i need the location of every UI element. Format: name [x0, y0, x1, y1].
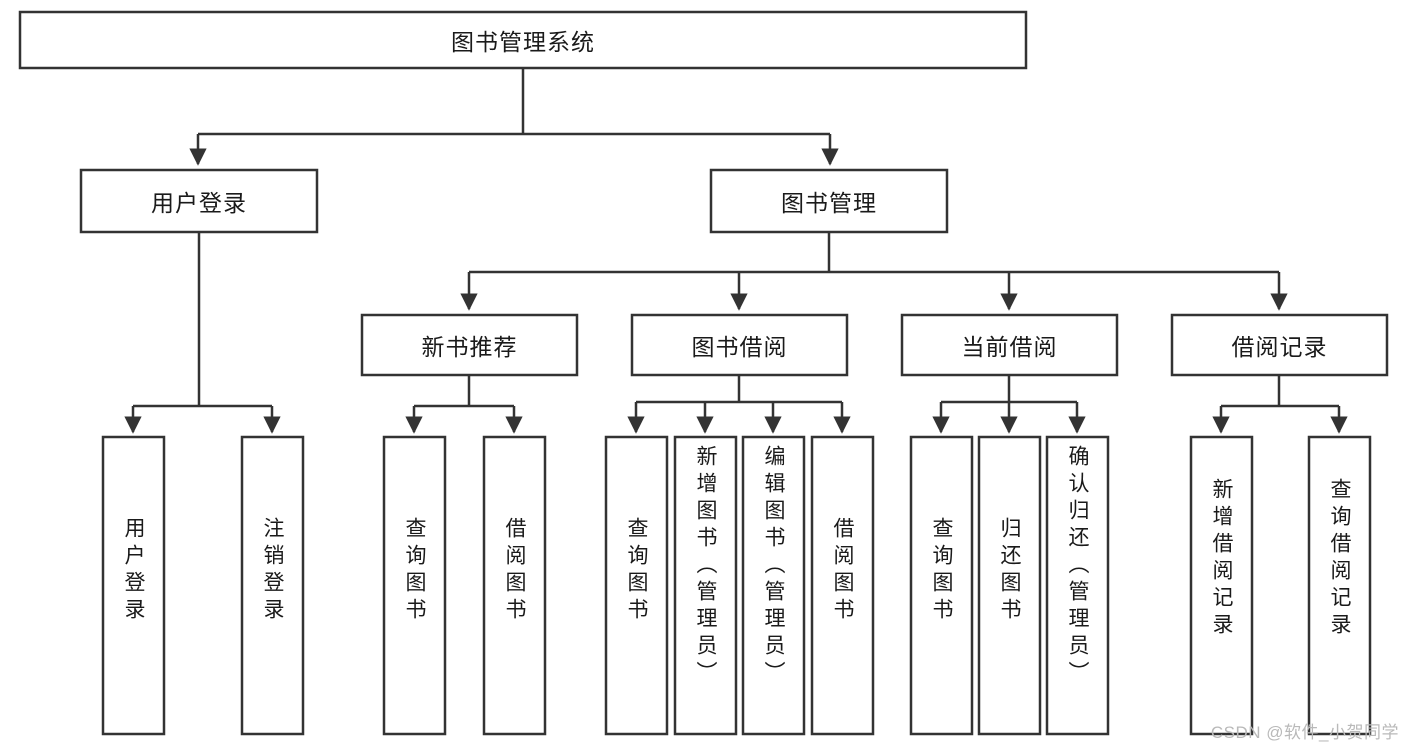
node-book-borrow[interactable]	[630, 313, 849, 377]
node-user-login[interactable]	[79, 168, 319, 234]
leaf-book-borrow-3[interactable]	[741, 435, 806, 736]
leaf-borrow-record-2[interactable]	[1307, 435, 1372, 736]
leaf-current-borrow-1[interactable]	[909, 435, 974, 736]
leaf-new-book-2[interactable]	[482, 435, 547, 736]
leaf-new-book-1[interactable]	[382, 435, 447, 736]
leaf-user-login-2[interactable]	[240, 435, 305, 736]
node-borrow-record[interactable]	[1170, 313, 1389, 377]
leaf-user-login-1[interactable]	[101, 435, 166, 736]
leaf-book-borrow-2[interactable]	[673, 435, 738, 736]
leaf-book-borrow-1[interactable]	[604, 435, 669, 736]
leaf-book-borrow-4[interactable]	[810, 435, 875, 736]
node-root[interactable]	[18, 10, 1028, 70]
leaf-borrow-record-1[interactable]	[1189, 435, 1254, 736]
node-new-book-recommend[interactable]	[360, 313, 579, 377]
leaf-current-borrow-3[interactable]	[1045, 435, 1110, 736]
leaf-current-borrow-2[interactable]	[977, 435, 1042, 736]
csdn-watermark: CSDN @软件_小贺同学	[1210, 723, 1399, 742]
node-current-borrow[interactable]	[900, 313, 1119, 377]
node-book-manage[interactable]	[709, 168, 949, 234]
